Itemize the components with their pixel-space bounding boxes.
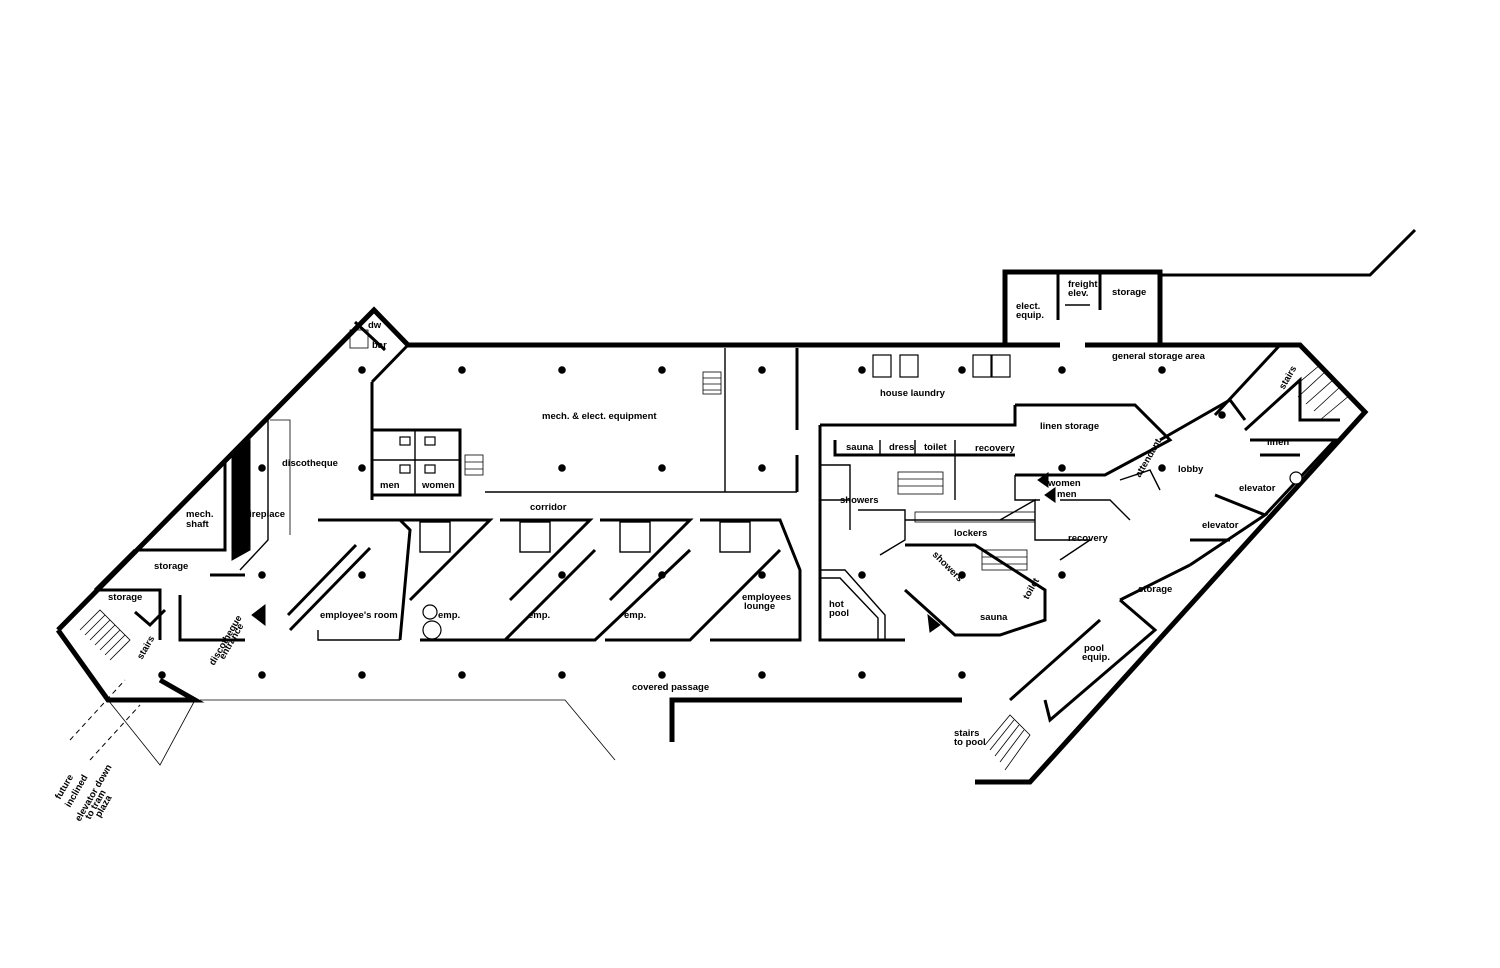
entry-arrows — [251, 472, 1056, 633]
fixtures — [399, 354, 1303, 640]
label-men-right: men — [1057, 489, 1077, 500]
column-dot — [658, 571, 666, 579]
column-dot — [958, 671, 966, 679]
label-employees-lounge-1: employees — [742, 592, 791, 603]
label-showers-bottom: showers — [930, 549, 965, 584]
column-dot — [758, 571, 766, 579]
label-emp-2: emp. — [528, 610, 550, 621]
label-sauna-bottom: sauna — [980, 612, 1008, 623]
column-dot — [758, 366, 766, 374]
label-elevator-upper: elevator — [1239, 483, 1276, 494]
label-linen-storage: linen storage — [1040, 421, 1099, 432]
label-hot-pool-1: hot — [829, 599, 845, 610]
label-showers-left: showers — [840, 495, 879, 506]
label-recovery-top: recovery — [975, 443, 1015, 454]
column-dot — [858, 671, 866, 679]
column-dot — [1158, 366, 1166, 374]
column-dot — [358, 571, 366, 579]
label-storage-upper: storage — [154, 561, 188, 572]
label-toilet-bottom: toilet — [1021, 576, 1042, 602]
women-entrance-arrow — [1037, 472, 1049, 488]
column-dot — [658, 464, 666, 472]
label-covered-passage: covered passage — [632, 682, 709, 693]
column-dot — [558, 571, 566, 579]
label-elect-equip-2: equip. — [1016, 310, 1044, 321]
column-dot — [358, 366, 366, 374]
column-dot — [858, 366, 866, 374]
label-general-storage: general storage area — [1112, 351, 1206, 362]
column-dot — [1058, 366, 1066, 374]
column-dot — [1058, 571, 1066, 579]
label-mech-elect: mech. & elect. equipment — [542, 411, 657, 422]
label-linen: linen — [1267, 437, 1289, 448]
column-dot — [1058, 464, 1066, 472]
column-dot — [658, 671, 666, 679]
column-dot — [258, 464, 266, 472]
column-dot — [258, 571, 266, 579]
label-emp-3: emp. — [624, 610, 646, 621]
label-corridor: corridor — [530, 502, 567, 513]
label-stairs-left: stairs — [135, 634, 157, 661]
label-lockers: lockers — [954, 528, 987, 539]
column-dot — [658, 366, 666, 374]
label-dress: dress — [889, 442, 914, 453]
spa-entrance-arrow — [927, 613, 941, 633]
label-pool-equip-2: equip. — [1082, 652, 1110, 663]
label-elect-equip-1: elect. — [1016, 301, 1040, 312]
label-mech-shaft-2: shaft — [186, 519, 210, 530]
label-men-left: men — [380, 480, 400, 491]
label-emp-1: emp. — [438, 610, 460, 621]
column-dot — [758, 671, 766, 679]
label-lobby: lobby — [1178, 464, 1204, 475]
column-dot — [1218, 411, 1226, 419]
label-storage-top: storage — [1112, 287, 1146, 298]
label-bar: bar — [372, 340, 387, 351]
label-women-right: women — [1047, 478, 1081, 489]
column-dot — [558, 464, 566, 472]
men-entrance-arrow — [1044, 487, 1056, 503]
label-pool-equip-1: pool — [1084, 643, 1104, 654]
label-freight-elev-1: freight — [1068, 279, 1098, 290]
label-recovery-bottom: recovery — [1068, 533, 1108, 544]
column-dot — [558, 671, 566, 679]
label-employees-room: employee's room — [320, 610, 398, 621]
label-storage-right: storage — [1138, 584, 1172, 595]
column-dot — [758, 464, 766, 472]
column-dot — [358, 464, 366, 472]
label-stairs-to-pool-1: stairs — [954, 728, 979, 739]
column-dot — [458, 366, 466, 374]
label-freight-elev-2: elev. — [1068, 288, 1088, 299]
column-dot — [958, 366, 966, 374]
label-elevator-lower: elevator — [1202, 520, 1239, 531]
fireplace-block — [231, 438, 251, 561]
column-dot — [558, 366, 566, 374]
label-employees-lounge-2: lounge — [744, 601, 775, 612]
column-dot — [958, 571, 966, 579]
label-fireplace: fireplace — [246, 509, 285, 520]
label-dw: dw — [368, 320, 382, 331]
label-stairs-right: stairs — [1277, 364, 1299, 391]
label-discotheque: discotheque — [282, 458, 338, 469]
column-dot — [858, 571, 866, 579]
column-dot — [158, 671, 166, 679]
label-storage-lower: storage — [108, 592, 142, 603]
label-sauna-top: sauna — [846, 442, 874, 453]
discotheque-entrance-arrow — [251, 603, 266, 627]
label-house-laundry: house laundry — [880, 388, 946, 399]
label-stairs-to-pool-2: to pool — [954, 737, 986, 748]
column-dot — [1158, 464, 1166, 472]
outer-walls — [55, 228, 1417, 785]
column-dot — [458, 671, 466, 679]
stairs-hatching — [79, 329, 1351, 771]
interior-walls — [93, 272, 1340, 723]
label-mech-shaft-1: mech. — [186, 509, 213, 520]
light-lines — [69, 418, 616, 766]
label-toilet-top: toilet — [924, 442, 948, 453]
column-dot — [358, 671, 366, 679]
structural-columns — [158, 366, 1226, 679]
column-dot — [258, 671, 266, 679]
label-women-left: women — [421, 480, 455, 491]
label-hot-pool-2: pool — [829, 608, 849, 619]
